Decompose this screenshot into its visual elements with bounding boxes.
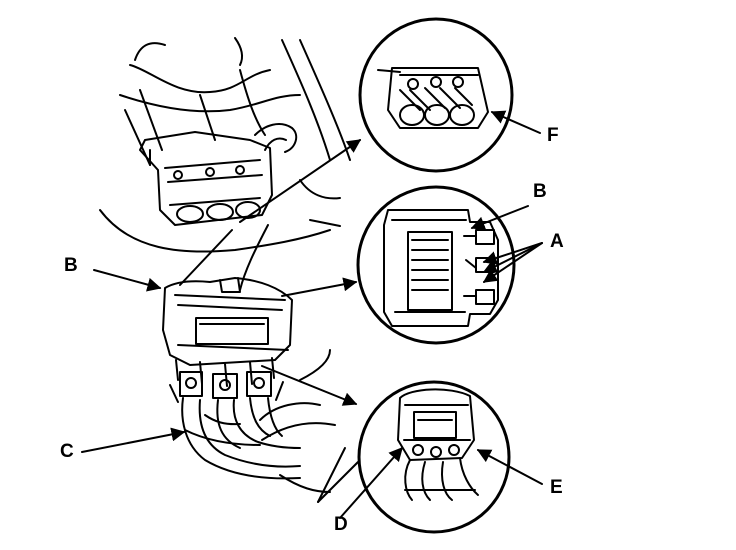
main-connector-illustration — [162, 277, 336, 493]
callout-c: C — [60, 441, 74, 462]
callout-b-left: B — [64, 255, 78, 276]
callout-e: E — [550, 477, 563, 498]
callout-a: A — [550, 231, 564, 252]
detail-circle-ab — [356, 185, 516, 345]
callout-d: D — [334, 514, 348, 535]
callout-f: F — [547, 125, 559, 146]
detail-circle-de — [357, 380, 511, 534]
callout-b-top: B — [533, 181, 547, 202]
detail-circle-f — [358, 17, 514, 173]
leader-lines — [81, 110, 543, 519]
engine-area-illustration — [99, 37, 351, 291]
